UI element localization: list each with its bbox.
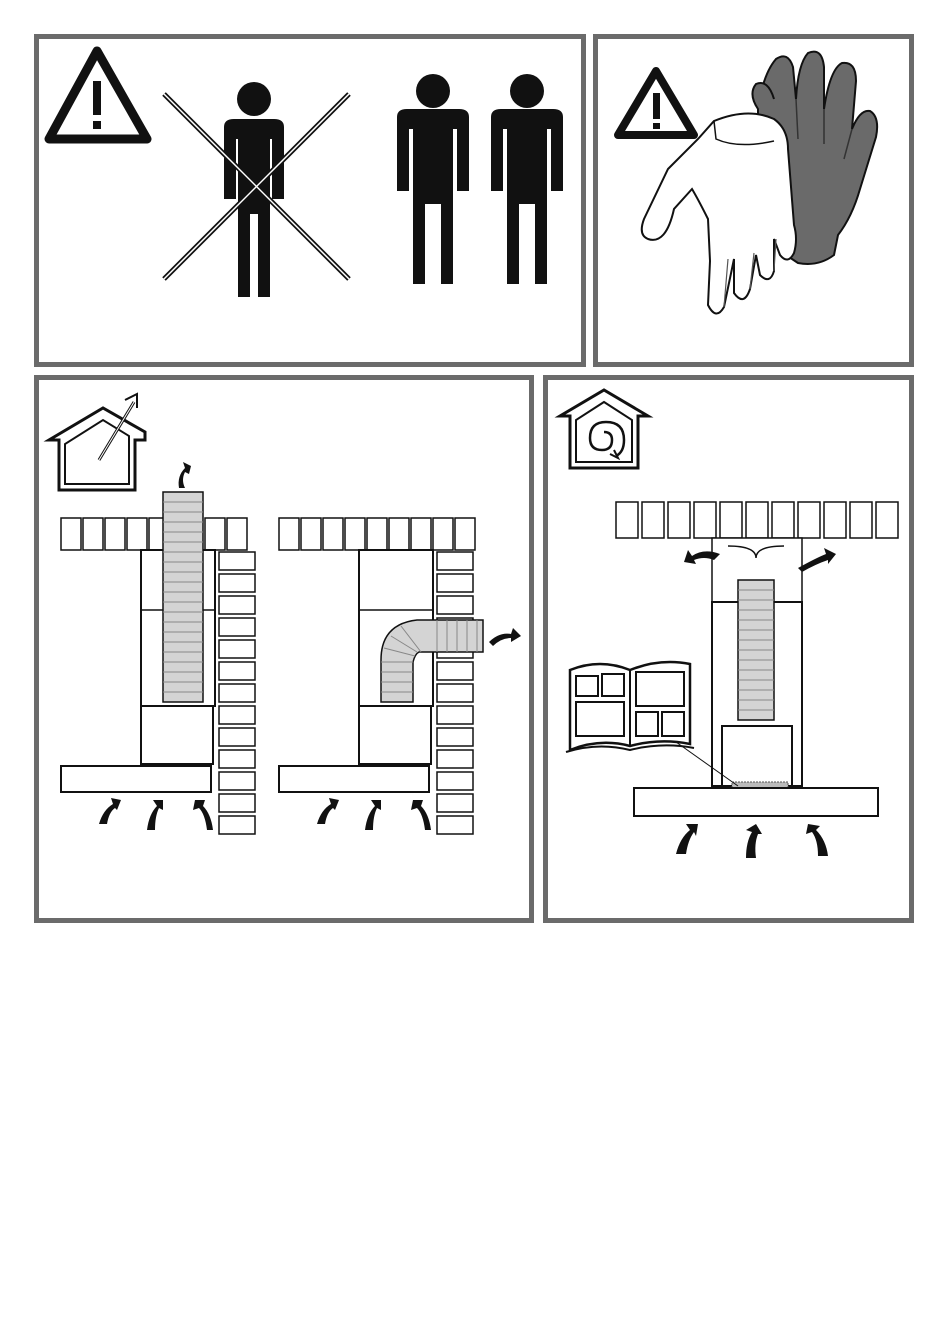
person-icon [491, 74, 563, 284]
panel-ducted-exhaust [34, 375, 534, 923]
arrow-up-icon [179, 462, 191, 488]
panel-recirculation [543, 375, 914, 923]
bent-duct-diagram [279, 518, 521, 834]
vertical-duct-diagram [61, 462, 255, 834]
arrow-icon [99, 798, 121, 824]
house-vent-out-icon [49, 394, 145, 490]
panel-wear-gloves [593, 34, 914, 367]
warning-icon [618, 71, 694, 135]
arrow-icon [676, 824, 698, 854]
arrow-right-icon [798, 548, 836, 572]
arrow-icon [411, 800, 431, 830]
two-person-illustration [39, 39, 581, 362]
gloves-illustration [598, 39, 909, 362]
arrow-icon [193, 800, 213, 830]
ceiling-bricks [61, 518, 247, 550]
motor-box [141, 706, 213, 764]
two-persons-icon [397, 74, 563, 284]
airflow-arrows [99, 798, 213, 830]
motor-box [722, 726, 792, 786]
light-glove-icon [642, 113, 796, 313]
wall-bricks [219, 552, 255, 834]
person-icon [397, 74, 469, 284]
arrow-icon [147, 800, 163, 830]
person-crossed-icon [164, 82, 349, 297]
arrow-icon [365, 800, 381, 830]
manual-book-icon [566, 662, 694, 752]
house-recirculate-icon [560, 390, 648, 468]
ducted-exhaust-illustration [39, 380, 529, 918]
panel-two-person-install [34, 34, 586, 367]
ceiling-bricks [616, 502, 898, 538]
airflow-arrows [676, 824, 828, 858]
arrow-icon [317, 798, 339, 824]
arrow-right-icon [489, 628, 521, 646]
hood-canopy [634, 788, 878, 816]
warning-icon [49, 51, 147, 139]
flexible-duct [163, 492, 203, 702]
arrow-icon [806, 824, 828, 856]
arrow-icon [746, 824, 762, 858]
recirculation-illustration [548, 380, 909, 918]
hood-canopy [61, 766, 211, 792]
